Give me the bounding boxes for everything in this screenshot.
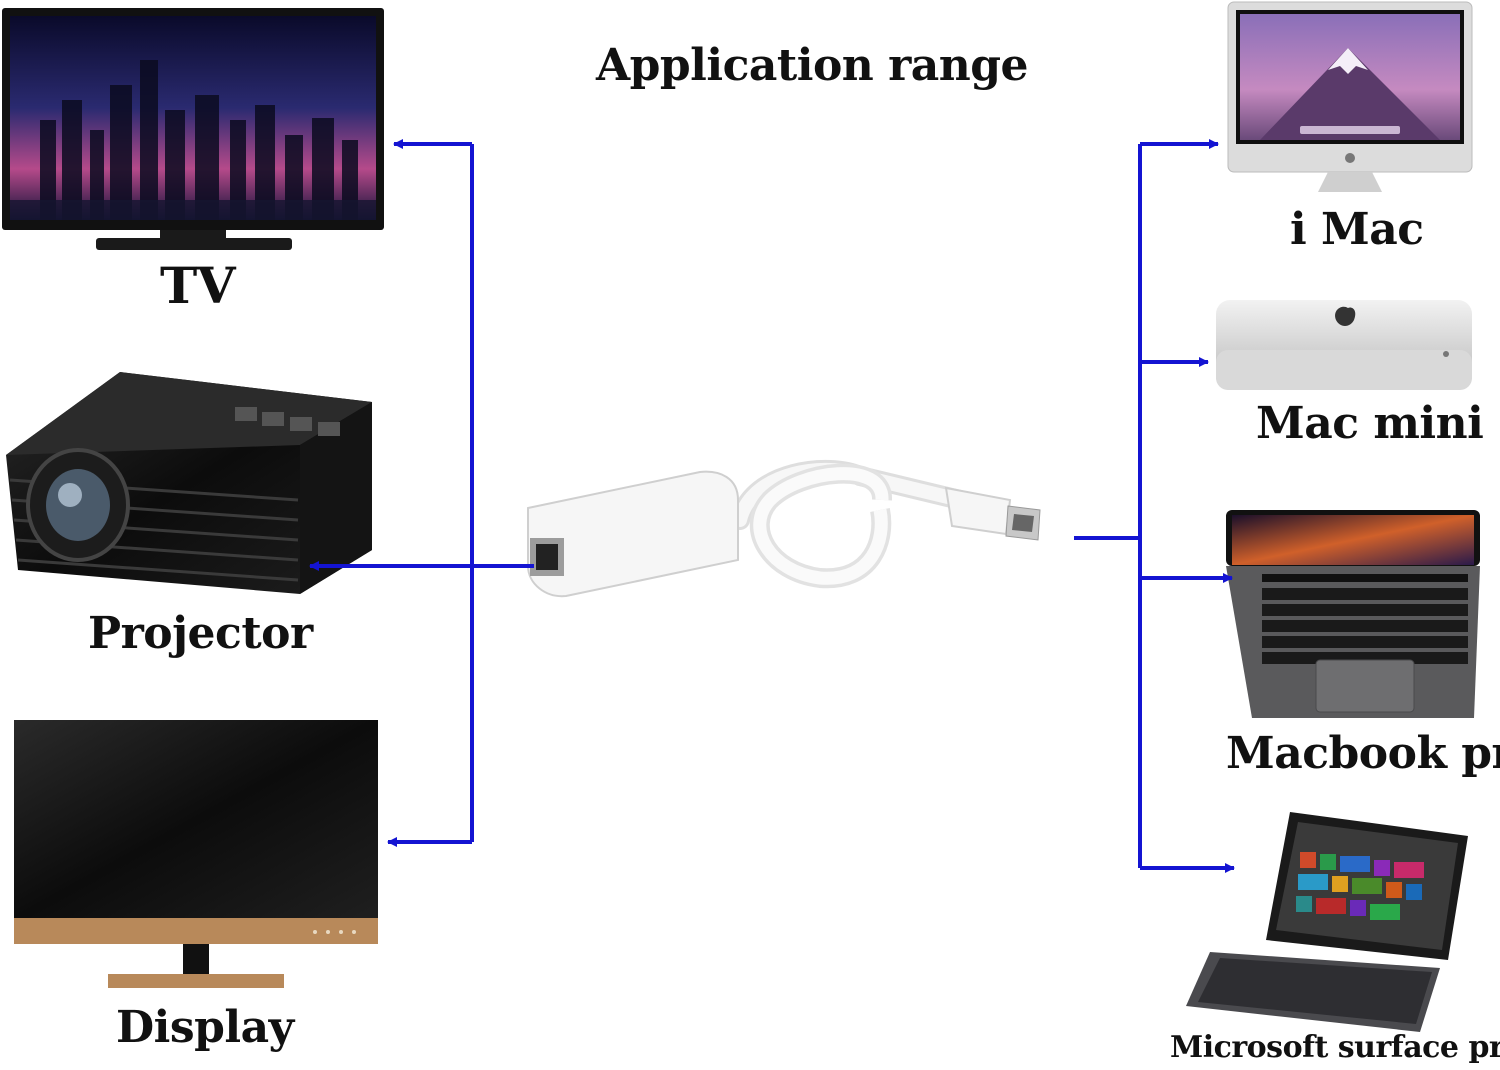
monitor-icon [14, 720, 378, 988]
diagram-title: Application range [596, 40, 1029, 91]
projector-label: Projector [88, 608, 313, 659]
tv-label: TV [160, 256, 236, 315]
imac-icon [1227, 1, 1473, 192]
laptop-icon [1226, 510, 1480, 718]
surface-pro-label: Microsoft surface pro [1170, 1030, 1500, 1065]
projector-icon [6, 372, 372, 594]
mac-mini-label: Mac mini [1256, 398, 1484, 449]
macbook-pro-label: Macbook pro [1226, 728, 1500, 779]
imac-label: i Mac [1290, 204, 1424, 255]
tv-icon [2, 8, 384, 250]
mac-mini-icon [1216, 300, 1472, 390]
display-label: Display [116, 1002, 294, 1053]
output-connectors [309, 139, 534, 847]
mini-displayport-to-hdmi-adapter-icon [527, 459, 1041, 598]
tablet-icon [1186, 812, 1468, 1032]
source-connectors [1074, 139, 1235, 873]
